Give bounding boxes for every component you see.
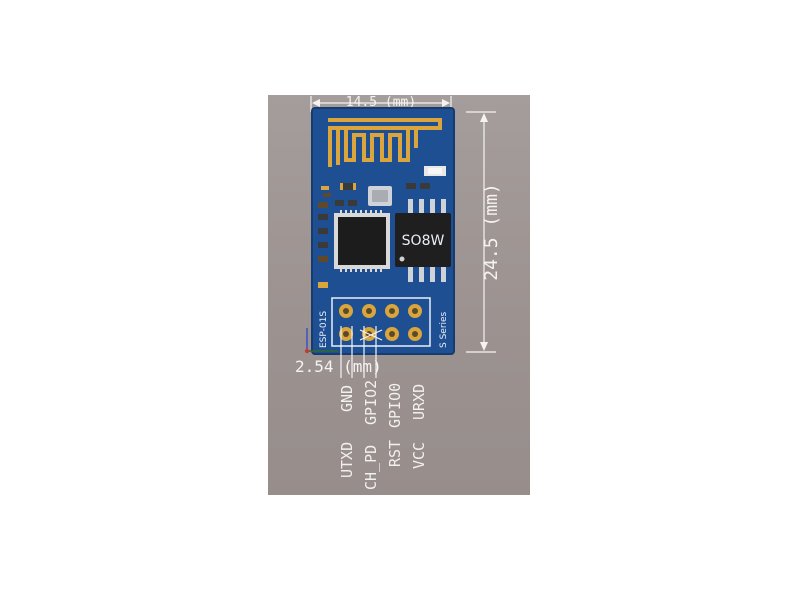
width-dimension-label: 14.5 (mm) xyxy=(346,95,416,110)
module-silk-label: ESP-01S xyxy=(319,311,329,348)
height-dimension-label: 24.5 (mm) xyxy=(481,183,502,281)
pitch-dimension: 2.54 (mm) xyxy=(295,326,383,378)
pin-label-vcc: VCC xyxy=(410,442,428,469)
pitch-dimension-label: 2.54 (mm) xyxy=(295,357,382,376)
pin-label-gpio2: GPIO2 xyxy=(362,380,380,425)
height-dimension: 24.5 (mm) xyxy=(466,111,502,353)
flash-chip: SO8W xyxy=(395,199,451,282)
main-chip xyxy=(334,210,390,272)
header-pads xyxy=(339,304,422,341)
header-outline xyxy=(331,297,431,347)
pin-labels: UTXD GND CH_PD GPIO2 RST GPIO0 VCC URXD xyxy=(338,380,428,490)
series-silk-label: S Series xyxy=(439,311,449,348)
pin-label-rst: RST xyxy=(386,440,404,467)
flash-chip-label: SO8W xyxy=(402,233,445,249)
width-dimension: 14.5 (mm) xyxy=(310,95,452,112)
pin-label-gpio0: GPIO0 xyxy=(386,383,404,428)
pin-label-urxd: URXD xyxy=(410,384,428,420)
pcb-board: SO8W ESP-01S S Series xyxy=(311,107,455,355)
pin-label-ch-pd: CH_PD xyxy=(362,445,380,490)
pin-label-utxd: UTXD xyxy=(338,442,356,478)
antenna-trace xyxy=(328,118,442,167)
pin-label-gnd: GND xyxy=(338,385,356,412)
